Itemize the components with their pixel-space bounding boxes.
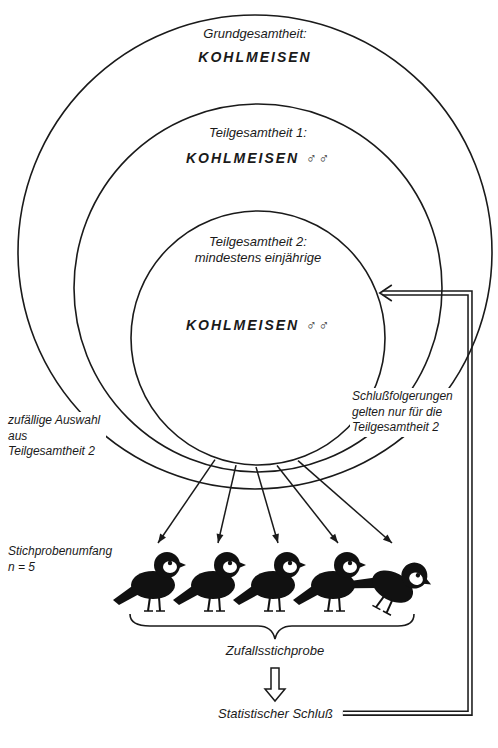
bird [173,552,246,611]
edge-label: Schlußfolgerungen gelten nur für die Tei… [350,388,464,437]
double-line-inner [343,293,470,713]
species-name: KOHLMEISEN ♂♂ [186,317,330,335]
bird [345,539,437,625]
text-holder: KOHLMEISEN ♂♂ [130,316,386,335]
node-label: Teilgesamtheit 1: [209,125,307,141]
arrow-head [217,533,224,543]
arrow-line [256,467,278,543]
text-holder: Teilgesamtheit 1: [73,123,443,141]
hollow-arrow-shape [265,668,285,701]
inference-box: Statistischer Schluß [212,702,339,724]
arrow-line [218,465,236,543]
hollow-arrow [265,668,285,701]
double-line-arrow [343,285,470,713]
side-note: Stichprobenumfang n = 5 [6,543,118,576]
curly-brace [130,614,414,639]
bird [233,552,306,611]
selection-arrow [298,461,392,543]
selection-arrow [217,465,236,543]
side-note-text: Stichprobenumfang n = 5 [6,543,118,576]
text-holder: KOHLMEISEN ♂♂ [73,149,443,168]
text-holder: Teilgesamtheit 2: mindestens einjährige [130,234,386,267]
side-note: zufällige Auswahl aus Teilgesamtheit 2 [6,412,106,461]
circle-line [131,211,385,465]
double-line-outer [343,293,470,713]
text-holder: Grundgesamtheit: [17,24,493,42]
arrow-head [380,285,392,301]
species-name: KOHLMEISEN ♂♂ [186,150,330,168]
bird [113,552,186,611]
node-label: Grundgesamtheit: [203,26,306,42]
sample-group: Zufallsstichprobe [120,535,430,665]
arrow-head [158,534,166,543]
arrow-head [330,534,338,543]
side-note-text: zufällige Auswahl aus Teilgesamtheit 2 [6,412,106,461]
species-name: KOHLMEISEN [198,49,311,67]
arrow-line [298,461,392,543]
text-holder: Zufallsstichprobe [120,641,430,659]
arrow-head [383,534,392,543]
node-label: Teilgesamtheit 2: mindestens einjährige [193,234,323,267]
subpopulation-circle: Teilgesamtheit 2: mindestens einjährigeK… [130,210,386,466]
arrow-head [272,533,279,543]
node-label: Zufallsstichprobe [226,643,324,659]
edge-note: Schlußfolgerungen gelten nur für die Tei… [350,388,464,437]
node-label: Statistischer Schluß [218,706,333,722]
selection-arrow [256,467,279,543]
text-holder: KOHLMEISEN [17,48,493,67]
